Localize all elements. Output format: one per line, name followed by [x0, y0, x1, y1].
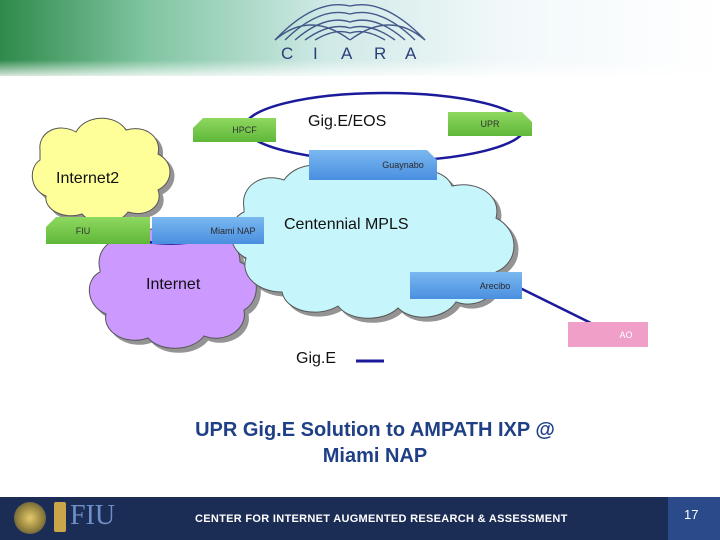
internet2-label: Internet2 — [56, 170, 120, 187]
node-upr: UPR — [448, 112, 532, 136]
seal-icon — [14, 502, 46, 534]
ring-label: Gig.E/EOS — [308, 113, 387, 130]
ciara-logo-swoosh — [274, 4, 426, 41]
footer-bar — [0, 497, 720, 540]
node-ao: AO — [568, 322, 648, 347]
header-fade — [0, 60, 720, 80]
node-hpcf-label: HPCF — [232, 125, 257, 135]
logo-letter-r: R — [374, 44, 388, 63]
logo-letter-c: C — [281, 44, 295, 63]
caption-line-1: UPR Gig.E Solution to AMPATH IXP @ — [195, 419, 555, 441]
centennial-mpls-label: Centennial MPLS — [284, 216, 409, 233]
page-number: 17 — [684, 507, 699, 522]
logo-letter-a2: A — [405, 44, 418, 63]
node-guaynabo: Guaynabo — [309, 150, 437, 180]
node-arecibo-label: Arecibo — [479, 280, 511, 291]
logo-letter-a: A — [341, 44, 354, 63]
internet2-cloud — [31, 117, 171, 224]
node-miami-nap-label: Miami NAP — [210, 225, 256, 236]
internet-label: Internet — [146, 276, 201, 293]
node-arecibo: Arecibo — [410, 272, 522, 299]
node-miami-nap: Miami NAP — [152, 217, 264, 244]
node-hpcf: HPCF — [193, 118, 276, 142]
logo-letter-i: I — [313, 44, 319, 63]
legend-gige-label: Gig.E — [296, 350, 337, 367]
node-upr-label: UPR — [480, 119, 500, 129]
node-ao-label: AO — [619, 329, 633, 340]
fiu-emblem-icon — [54, 502, 66, 532]
node-guaynabo-label: Guaynabo — [382, 160, 424, 170]
caption-line-2: Miami NAP — [322, 445, 428, 467]
node-fiu-label: FIU — [75, 225, 91, 236]
node-fiu: FIU — [46, 217, 150, 244]
fiu-logo-text: FIU — [70, 500, 116, 531]
page-number-tab — [668, 497, 720, 540]
caption: UPR Gig.E Solution to AMPATH IXP @ Miami… — [150, 417, 600, 469]
footer-org-text: CENTER FOR INTERNET AUGMENTED RESEARCH &… — [195, 513, 568, 525]
